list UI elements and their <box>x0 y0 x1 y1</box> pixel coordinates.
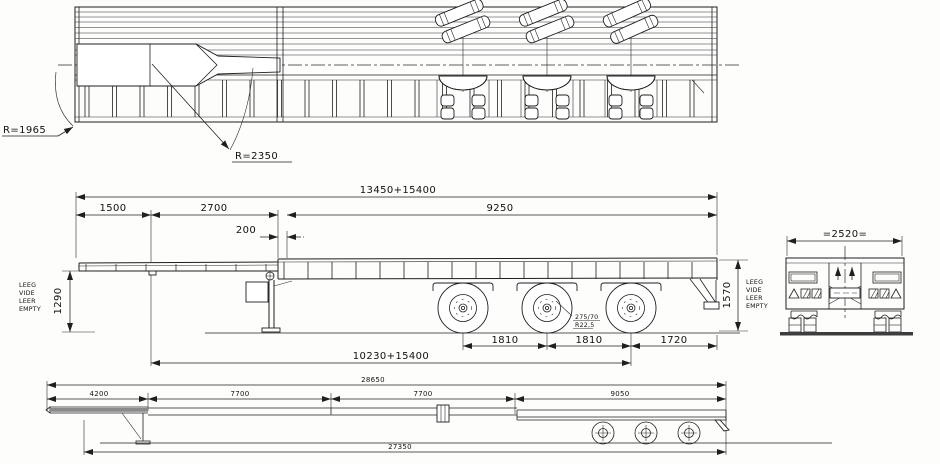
tyre-size-label: 275/70 <box>575 314 598 321</box>
tail-light-left <box>788 271 818 284</box>
dim-height-rear: 1570 LEEG VIDE LEER EMPTY <box>719 259 768 332</box>
dim-200: 200 <box>236 225 304 240</box>
toolbox <box>245 281 269 303</box>
tyre-rim-label: R22,5 <box>575 322 594 329</box>
radius-front-annotation: R=1965 <box>2 71 74 137</box>
dim-overall-label: 13450+15400 <box>360 185 436 196</box>
plan-gooseneck <box>76 43 281 87</box>
empty-label-left: LEEG VIDE LEER EMPTY <box>19 282 41 313</box>
dim-9050-label: 9050 <box>610 390 629 398</box>
empty-left-3: LEER <box>19 298 36 305</box>
empty-left-4: EMPTY <box>19 306 41 313</box>
dim-28650-label: 28650 <box>361 376 385 384</box>
ground-rear <box>780 332 913 336</box>
ext-landing-gear <box>121 412 151 445</box>
plan-view: R=1965 R=2350 <box>2 0 742 163</box>
dim-1570-label: 1570 <box>722 281 733 308</box>
dim-axle-overall-label: 10230+15400 <box>353 351 429 362</box>
side-frame-stiffeners <box>283 262 715 279</box>
dim-2700-label: 2700 <box>200 203 227 214</box>
rear-view: =2520= <box>780 229 913 336</box>
tail-light-right <box>872 271 902 284</box>
ext-rear-underride <box>714 419 730 432</box>
dim-7700-b-label: 7700 <box>413 390 432 398</box>
dim-9250-label: 9250 <box>486 203 513 214</box>
tyre-size-note: 275/70 R22,5 <box>555 300 600 329</box>
ext-axles <box>591 421 701 445</box>
dim-height-front: 1290 LEEG VIDE LEER EMPTY <box>19 270 95 333</box>
label-r2350: R=2350 <box>235 151 278 162</box>
dim-2520-label: =2520= <box>823 229 868 240</box>
rear-underride <box>689 278 720 310</box>
extended-trailer-profile <box>45 404 832 445</box>
side-wheel-2 <box>516 282 578 334</box>
empty-right-4: EMPTY <box>746 303 768 310</box>
landing-gear <box>245 271 293 333</box>
dim-27350-label: 27350 <box>388 443 412 451</box>
dim-7700-a-label: 7700 <box>230 390 249 398</box>
rear-body <box>780 257 913 336</box>
dim-1290-label: 1290 <box>53 287 64 314</box>
label-r1965: R=1965 <box>3 125 46 136</box>
empty-left-2: VIDE <box>19 290 35 297</box>
plan-axle-1 <box>434 0 491 120</box>
radius-swing-annotation: R=2350 <box>151 63 292 163</box>
side-trailer-body <box>78 257 740 334</box>
dim-4200-label: 4200 <box>89 390 108 398</box>
dim-1720-label: 1720 <box>660 335 687 346</box>
empty-right-3: LEER <box>746 295 763 302</box>
empty-left-1: LEEG <box>19 282 36 289</box>
plan-axle-3 <box>602 0 659 120</box>
rear-marker-boards <box>788 288 902 299</box>
mud-flaps <box>790 310 902 320</box>
plan-axle-2 <box>518 0 575 120</box>
extension-coupler <box>436 404 450 423</box>
dim-1810-b-label: 1810 <box>575 335 602 346</box>
side-wheel-1 <box>432 282 494 334</box>
extended-view: 28650 4200 7700 7700 9050 <box>45 376 832 455</box>
empty-right-1: LEEG <box>746 279 763 286</box>
rear-wheels <box>788 317 902 333</box>
empty-label-right: LEEG VIDE LEER EMPTY <box>746 279 768 310</box>
dim-1810-a-label: 1810 <box>491 335 518 346</box>
kingpin <box>148 270 157 276</box>
empty-right-2: VIDE <box>746 287 762 294</box>
side-wheel-3 <box>600 282 662 334</box>
dim-1500-label: 1500 <box>99 203 126 214</box>
dim-200-label: 200 <box>236 225 256 236</box>
side-view: 13450+15400 1500 2700 9250 200 <box>19 185 768 366</box>
